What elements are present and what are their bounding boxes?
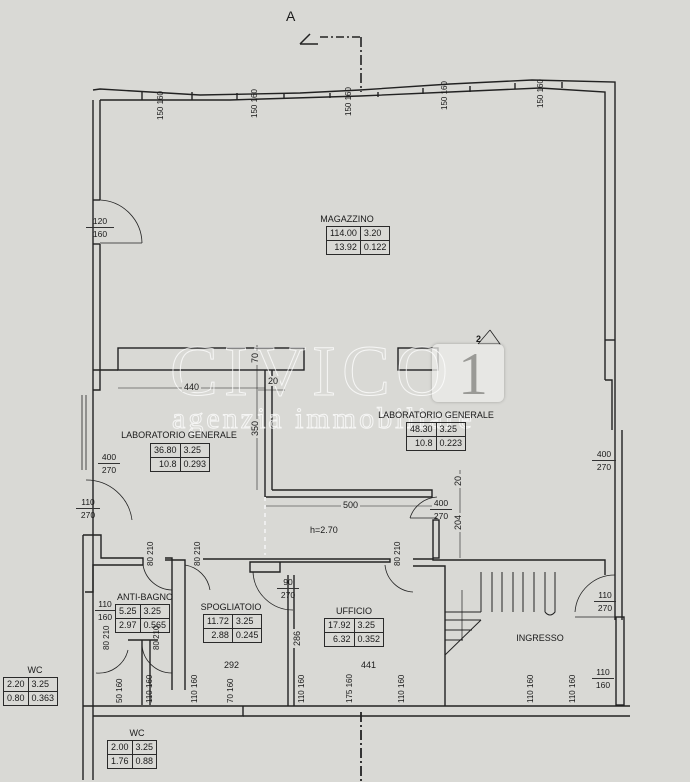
window-label-bottom-2: 110 160: [145, 674, 154, 703]
area-value: 11.72: [203, 614, 233, 629]
dimension-204: 204: [453, 512, 463, 532]
dimension-20a: 20: [266, 376, 281, 386]
room-name-spogliatoio: SPOGLIATOIO: [200, 602, 262, 612]
room-name-laboratorio-left: LABORATORIO GENERALE: [121, 430, 237, 440]
light-value: 2.97: [115, 618, 141, 633]
dimension-20b: 20: [453, 473, 463, 488]
window-label-bottom-3: 110 160: [190, 674, 199, 703]
door-label-internal-1: 80 210: [146, 541, 155, 567]
dimension-70: 70: [250, 350, 260, 365]
height-value: 3.25: [179, 443, 211, 458]
dimension-440: 440: [182, 382, 202, 392]
dimension-292: 292: [222, 660, 242, 670]
light-value: 0.80: [3, 691, 29, 706]
light-value: 10.8: [406, 436, 437, 451]
window-label-top-3: 150 160: [344, 87, 353, 116]
window-label-bottom-8: 110 160: [526, 674, 535, 703]
stair-label: 2: [476, 334, 482, 344]
area-value: 36.80: [150, 443, 181, 458]
watermark-brand: CIVICO: [170, 331, 454, 412]
room-name-wc-left: WC: [27, 665, 43, 675]
light-value: 10.8: [150, 457, 181, 472]
ratio-value: 0.363: [27, 691, 59, 706]
window-label-top-4: 150 160: [440, 81, 449, 110]
dimension-441: 441: [359, 660, 379, 670]
window-label-bottom-1: 50 160: [115, 678, 124, 704]
area-value: 2.00: [107, 740, 133, 755]
ratio-value: 0.88: [131, 754, 158, 769]
ratio-value: 0.245: [231, 628, 263, 643]
ratio-value: 0.565: [139, 618, 171, 633]
dimension-500: 500: [341, 500, 361, 510]
height-value: 3.25: [139, 604, 171, 619]
height-note: h=2.70: [310, 525, 338, 535]
ratio-value: 0.122: [359, 240, 391, 255]
room-name-magazzino: MAGAZZINO: [320, 214, 374, 224]
door-label-internal-2: 80 210: [193, 541, 202, 567]
light-value: 1.76: [107, 754, 133, 769]
section-marker-label: A: [286, 8, 296, 24]
area-value: 48.30: [406, 422, 437, 437]
room-name-anti-bagno: ANTI-BAGNO: [116, 592, 174, 602]
light-value: 6.32: [324, 632, 355, 647]
area-value: 17.92: [324, 618, 355, 633]
window-label-bottom-5: 110 160: [297, 674, 306, 703]
area-value: 114.00: [326, 226, 361, 241]
room-name-ufficio: UFFICIO: [336, 606, 372, 616]
area-value: 5.25: [115, 604, 141, 619]
ratio-value: 0.293: [179, 457, 211, 472]
window-label-bottom-7: 110 160: [397, 674, 406, 703]
height-value: 3.25: [131, 740, 158, 755]
watermark-logo-box: [432, 344, 504, 402]
ratio-value: 0.223: [435, 436, 467, 451]
window-label-top-5: 150 160: [536, 79, 545, 108]
window-label-bottom-9: 110 160: [568, 674, 577, 703]
door-label-wc-left: 80 210: [102, 625, 111, 651]
light-value: 13.92: [326, 240, 361, 255]
ratio-value: 0.352: [353, 632, 385, 647]
height-value: 3.25: [353, 618, 385, 633]
watermark-number: 1: [458, 341, 488, 407]
window-label-bottom-6: 175 160: [345, 674, 354, 703]
dimension-350: 350: [250, 418, 260, 438]
height-value: 3.25: [27, 677, 59, 692]
room-name-ingresso: INGRESSO: [516, 633, 564, 643]
window-label-bottom-4: 70 160: [226, 678, 235, 704]
height-value: 3.25: [435, 422, 467, 437]
room-name-laboratorio-right: LABORATORIO GENERALE: [378, 410, 494, 420]
door-label-internal-3: 80 210: [393, 541, 402, 567]
light-value: 2.88: [203, 628, 233, 643]
height-value: 3.20: [359, 226, 391, 241]
area-value: 2.20: [3, 677, 29, 692]
door-label-wc-right: 80 210: [152, 625, 161, 651]
height-value: 3.25: [231, 614, 263, 629]
room-name-wc-bottom: WC: [129, 728, 145, 738]
dimension-286: 286: [292, 628, 302, 648]
window-label-top-1: 150 160: [156, 91, 165, 120]
window-label-top-2: 150 160: [250, 89, 259, 118]
